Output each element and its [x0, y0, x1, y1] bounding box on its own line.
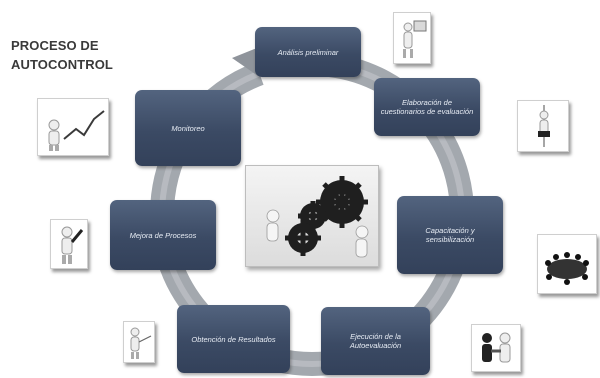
diagram-title: PROCESO DE AUTOCONTROL — [11, 36, 113, 74]
step-label: Análisis preliminar — [277, 47, 339, 57]
pointer-figure-icon — [130, 327, 152, 359]
gears-figures-icon — [266, 176, 369, 258]
growth-chart-image — [37, 98, 109, 156]
pointer-figure-image — [123, 321, 155, 363]
step-elaboracion-cuestionarios: Elaboración de cuestionarios de evaluaci… — [374, 78, 480, 136]
handshake-image — [471, 324, 521, 372]
wrench-figure-image — [50, 219, 88, 269]
presenter-figure-image — [393, 12, 431, 64]
presenter-figure-icon — [403, 20, 427, 58]
climbing-figure-image — [517, 100, 569, 152]
title-line-1: PROCESO DE — [11, 38, 99, 53]
step-ejecucion-autoevaluacion: Ejecución de la Autoevaluación — [321, 307, 430, 375]
step-mejora-procesos: Mejora de Procesos — [110, 200, 216, 270]
step-label: Elaboración de cuestionarios de evaluaci… — [380, 98, 474, 116]
step-label: Obtención de Resultados — [191, 334, 276, 344]
handshake-icon — [482, 332, 511, 363]
team-circle-image — [537, 234, 597, 294]
step-label: Mejora de Procesos — [129, 230, 197, 240]
step-capacitacion: Capacitación y sensibilización — [397, 196, 503, 274]
step-analisis-preliminar: Análisis preliminar — [255, 27, 361, 77]
climbing-figure-icon — [538, 105, 550, 147]
step-monitoreo: Monitoreo — [135, 90, 241, 166]
step-obtencion-resultados: Obtención de Resultados — [177, 305, 290, 373]
team-circle-icon — [545, 252, 589, 285]
growth-chart-icon — [48, 110, 105, 151]
cycle-arrowhead-icon — [232, 46, 262, 76]
step-label: Monitoreo — [171, 123, 205, 133]
wrench-figure-icon — [61, 226, 84, 264]
title-line-2: AUTOCONTROL — [11, 57, 113, 72]
step-label: Ejecución de la Autoevaluación — [349, 332, 402, 350]
step-label: Capacitación y sensibilización — [425, 226, 475, 244]
center-gears-image — [245, 165, 379, 267]
